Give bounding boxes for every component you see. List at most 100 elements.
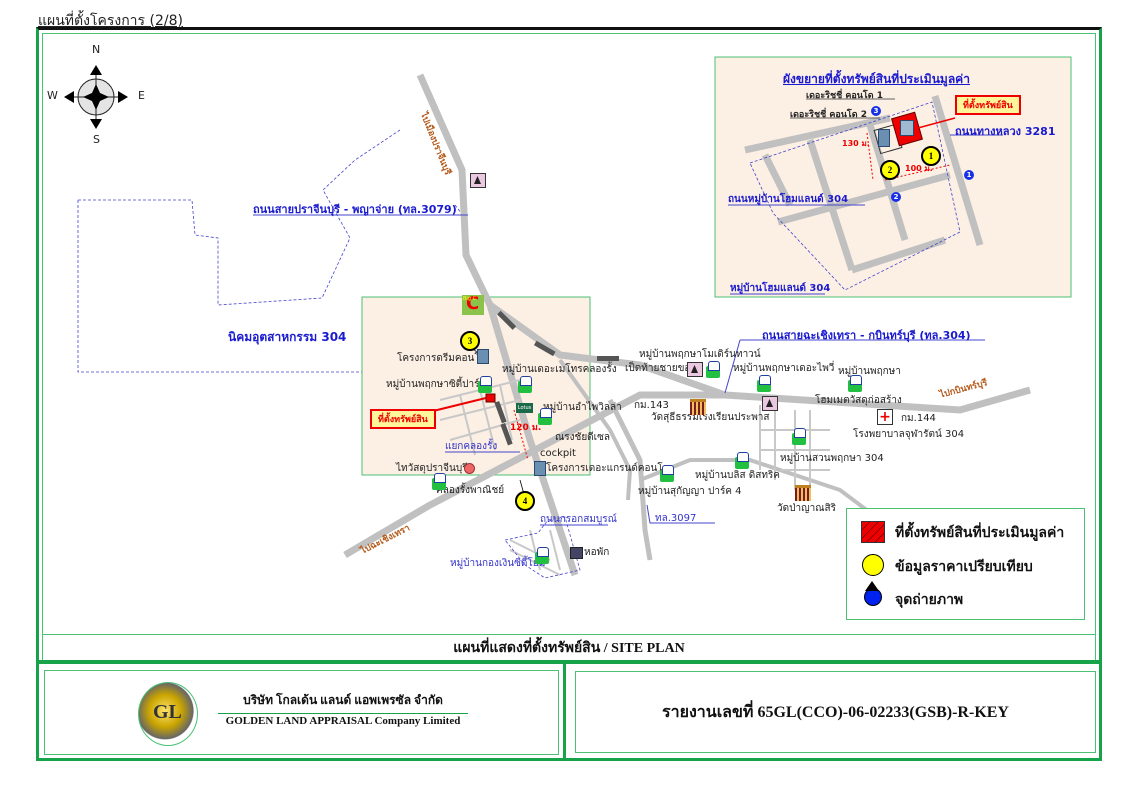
place-kongngoen: หมู่บ้านกองเงินซิตี้โฮม [450,558,546,569]
place-bliss-district: หมู่บ้านบลิส ดิสทริค [695,470,780,481]
village-icon [706,361,720,378]
temple-icon [470,173,486,188]
inset-village-label: หมู่บ้านโฮมแลนด์ 304 [730,283,831,294]
big-c-logo: C Big C [462,293,484,315]
inset-condo-building-icon [900,120,914,136]
place-km144: กม.144 [901,413,936,424]
comparable-marker-4[interactable]: 4 [515,491,535,511]
place-hospital: โรงพยาบาลจุฬารัตน์ 304 [853,429,965,440]
place-aphai-villa: หมู่บ้านอำไพวิลล่า [543,402,622,413]
inset-condo1: เดอะริชชี่ คอนโด 1 [806,91,883,101]
place-pruksa-the-ivy: หมู่บ้านพฤกษาเดอะไพวี่ [733,363,835,374]
condo-building-icon [477,349,489,364]
place-school: โรงเรียนประพาส [697,412,770,423]
site-plan-caption: แผนที่แสดงที่ตั้งทรัพย์สิน / SITE PLAN [42,634,1096,661]
road-label-yaek: แยกคลองรั้ง [445,441,498,452]
zoom-area [361,296,591,476]
property-callout: ที่ตั้งทรัพย์สิน [370,409,436,429]
legend-photo-point: จุดถ่ายภาพ [895,593,964,608]
place-wat-suthitham: วัดสุธีธรรม [651,412,699,423]
village-icon [735,452,749,469]
distance-label: 120 ม. [510,423,542,433]
inset-highway-label: ถนนทางหลวง 3281 [955,125,1056,138]
photo-point-2[interactable]: 2 [891,192,901,202]
place-km143: กม.143 [634,400,669,411]
road-3097 [607,398,653,561]
inset-comparable-2[interactable]: 2 [880,160,900,180]
place-pruksa-city-park: หมู่บ้านพฤกษาซิตี้ปาร์ค [386,379,487,390]
legend-subject-property: ที่ตั้งทรัพย์สินที่ประเมินมูลค่า [895,526,1065,541]
big-c-text: Big C [463,296,477,302]
place-sukanya-park: หมู่บ้านสุกัญญา ปาร์ค 4 [638,486,742,497]
village-icon [757,375,771,392]
leader-3097 [646,504,715,524]
subject-property-icon [861,521,885,543]
road-label-kronsombun: ถนนกรอกสมบูรณ์ [540,514,617,525]
place-wat-pa-yan: วัดป่าญาณสิริ [777,503,836,514]
village-icon [518,376,532,393]
place-thaiwasadu: ไทวัสดุปราจีนบุรี [396,463,468,474]
inset-condo2: เดอะริชชี่ คอนโด 2 [790,110,867,120]
inset-village-road-label: ถนนหมู่บ้านโฮมแลนด์ 304 [728,194,849,205]
footer-divider [563,660,566,761]
outer-frame [36,27,1102,761]
village-icon [432,473,446,490]
inset-condo-building-icon [878,129,890,147]
road-label-3097: ทล.3097 [655,513,697,524]
place-metro-khlongrang: หมู่บ้านเดอะเมโทรคลองรั้ง [502,364,617,375]
footer-separator [36,660,1102,664]
village-icon [660,465,674,482]
photo-point-3[interactable]: 3 [871,106,881,116]
place-pruksa: หมู่บ้านพฤกษา [838,366,901,377]
condo-building-icon [534,461,546,476]
village-icon [535,547,549,564]
road-local-2 [558,358,633,501]
inset-title: ผังขยายที่ตั้งทรัพย์สินที่ประเมินมูลค่า [783,72,970,86]
company-logo: GL [138,682,198,746]
local-grid [439,379,830,576]
place-dream-condo: โครงการดรีมคอนโด [397,353,487,364]
village-icon [848,375,862,392]
legend-comparable: ข้อมูลราคาเปรียบเทียบ [895,560,1033,575]
comparable-icon [862,554,884,576]
industrial-estate-boundary-lower [77,200,362,373]
hospital-icon: + [877,409,893,425]
subject-property-marker [485,393,496,403]
company-name-en: GOLDEN LAND APPRAISAL Company Limited [225,715,461,727]
company-logo-text: GL [153,701,182,723]
comparable-marker-3[interactable]: 3 [460,331,480,351]
compass-n: N [92,43,101,56]
inset-comparable-1[interactable]: 1 [921,146,941,166]
report-number: รายงานเลขที่ 65GL(CCO)-06-02233(GSB)-R-K… [575,671,1096,753]
temple-icon [687,362,703,377]
industrial-estate-label: นิคมอุตสาหกรรม 304 [228,330,347,344]
road-label-3079: ถนนสายปราจีนบุรี - พญาจ่าย (ทล.3079) [253,203,457,216]
page-title: แผนที่ตั้งโครงการ (2/8) [38,13,183,29]
inset-distance-100: 100 ม. [905,164,933,173]
wat-icon [795,485,811,501]
village-icon [792,428,806,445]
village-icon [478,376,492,393]
photo-point-1[interactable]: 1 [964,170,974,180]
industrial-estate-boundary [78,129,401,306]
place-pet-tai: เป็ดท้ายชายของ [625,363,696,374]
place-suan-pruksa: หมู่บ้านสวนพฤกษา 304 [780,453,884,464]
big-c-mark: C [466,293,480,314]
dorm-icon [570,547,583,559]
compass-s: S [93,133,100,146]
place-narongchai: ณรงชัยดีเซล [555,432,611,443]
store-icon [464,463,475,474]
place-khlongrang-market: คลองรั้งพาณิชย์ [436,485,505,496]
temple-icon [762,396,778,411]
place-grand-condo: โครงการเดอะแกรนด์คอนโด [546,463,670,474]
lotus-logo: Lotus [516,403,533,413]
place-dorm: หอพัก [584,547,610,558]
wat-icon [690,399,706,415]
inset-distance-130: 130 ม. [842,139,870,148]
road-label-304: ถนนสายฉะเชิงเทรา - กบินทร์บุรี (ทล.304) [762,329,971,342]
compass-e: E [138,89,145,102]
compass-rose [64,65,128,129]
company-box: GL บริษัท โกลเด้น แลนด์ แอพเพรซัล จำกัด … [44,670,559,755]
village-icon [538,408,552,425]
